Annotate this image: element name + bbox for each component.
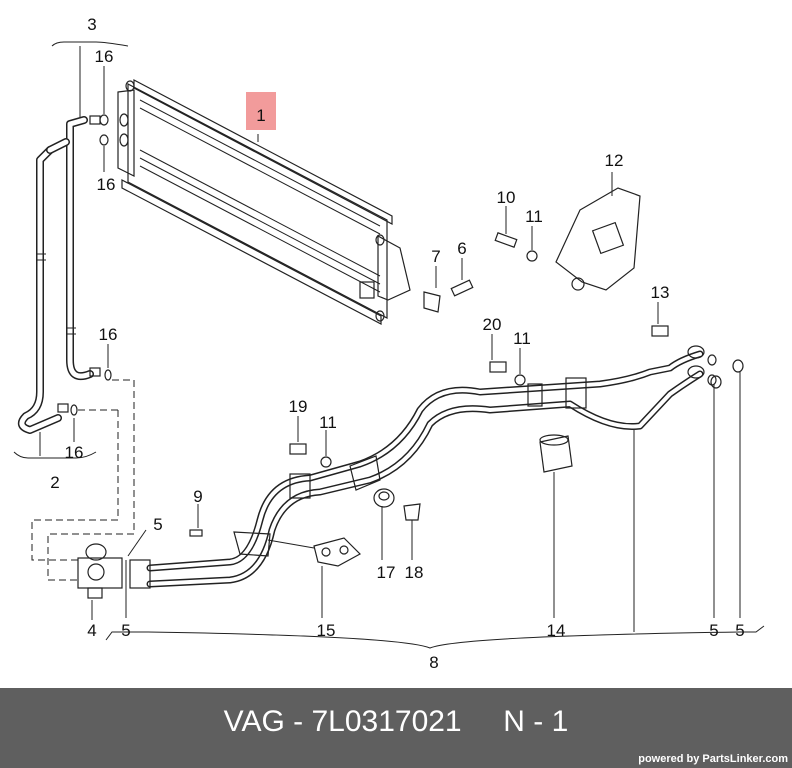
clamp-15 bbox=[267, 537, 361, 567]
footer-bar: VAG - 7L0317021 N - 1 powered by PartsLi… bbox=[0, 688, 792, 768]
bolts-washers bbox=[189, 232, 669, 537]
callout-3: 3 bbox=[87, 15, 96, 34]
callout-20: 20 bbox=[483, 315, 502, 334]
callout-10: 10 bbox=[497, 188, 516, 207]
callout-5-right-b: 5 bbox=[735, 621, 744, 640]
oil-cooler bbox=[117, 79, 411, 325]
grommet-18 bbox=[403, 503, 421, 521]
callout-8: 8 bbox=[429, 653, 438, 672]
callout-15: 15 bbox=[317, 621, 336, 640]
callout-18: 18 bbox=[405, 563, 424, 582]
callout-16-upper-b: 16 bbox=[97, 175, 116, 194]
callout-2: 2 bbox=[50, 473, 59, 492]
callout-5-right-a: 5 bbox=[709, 621, 718, 640]
grommet-17 bbox=[373, 488, 395, 508]
callout-1: 1 bbox=[256, 106, 265, 125]
callout-9: 9 bbox=[193, 487, 202, 506]
bushing-14 bbox=[539, 434, 573, 473]
callout-16-lower-b: 16 bbox=[65, 443, 84, 462]
callout-5-left-lower: 5 bbox=[121, 621, 130, 640]
callout-1-highlight bbox=[246, 92, 276, 130]
callout-16-upper-a: 16 bbox=[95, 47, 114, 66]
callout-11-upper: 11 bbox=[525, 207, 543, 226]
hose-assembly-8 bbox=[146, 345, 744, 588]
bracket-12 bbox=[555, 180, 641, 291]
callouts: 1 3 16 16 16 16 2 12 10 11 7 6 13 20 11 … bbox=[50, 15, 744, 672]
pipes-2-3 bbox=[17, 114, 112, 434]
callout-16-lower-a: 16 bbox=[99, 325, 118, 344]
callout-11-lower: 11 bbox=[319, 413, 337, 432]
callout-17: 17 bbox=[377, 563, 396, 582]
callout-12: 12 bbox=[605, 151, 624, 170]
parts-diagram: 1 3 16 16 16 16 2 12 10 11 7 6 13 20 11 … bbox=[13, 15, 765, 672]
callout-5-left-upper: 5 bbox=[153, 515, 162, 534]
callout-7: 7 bbox=[431, 247, 440, 266]
callout-6: 6 bbox=[457, 239, 466, 258]
powered-by-credit[interactable]: powered by PartsLinker.com bbox=[638, 753, 788, 765]
callout-4: 4 bbox=[87, 621, 96, 640]
callout-13: 13 bbox=[651, 283, 670, 302]
callout-11-middle: 11 bbox=[513, 329, 531, 348]
callout-19: 19 bbox=[289, 397, 308, 416]
connector-4 bbox=[77, 543, 151, 599]
callout-14: 14 bbox=[547, 621, 566, 640]
leader-lines bbox=[13, 41, 765, 649]
part-number-title: VAG - 7L0317021 N - 1 bbox=[223, 705, 569, 738]
